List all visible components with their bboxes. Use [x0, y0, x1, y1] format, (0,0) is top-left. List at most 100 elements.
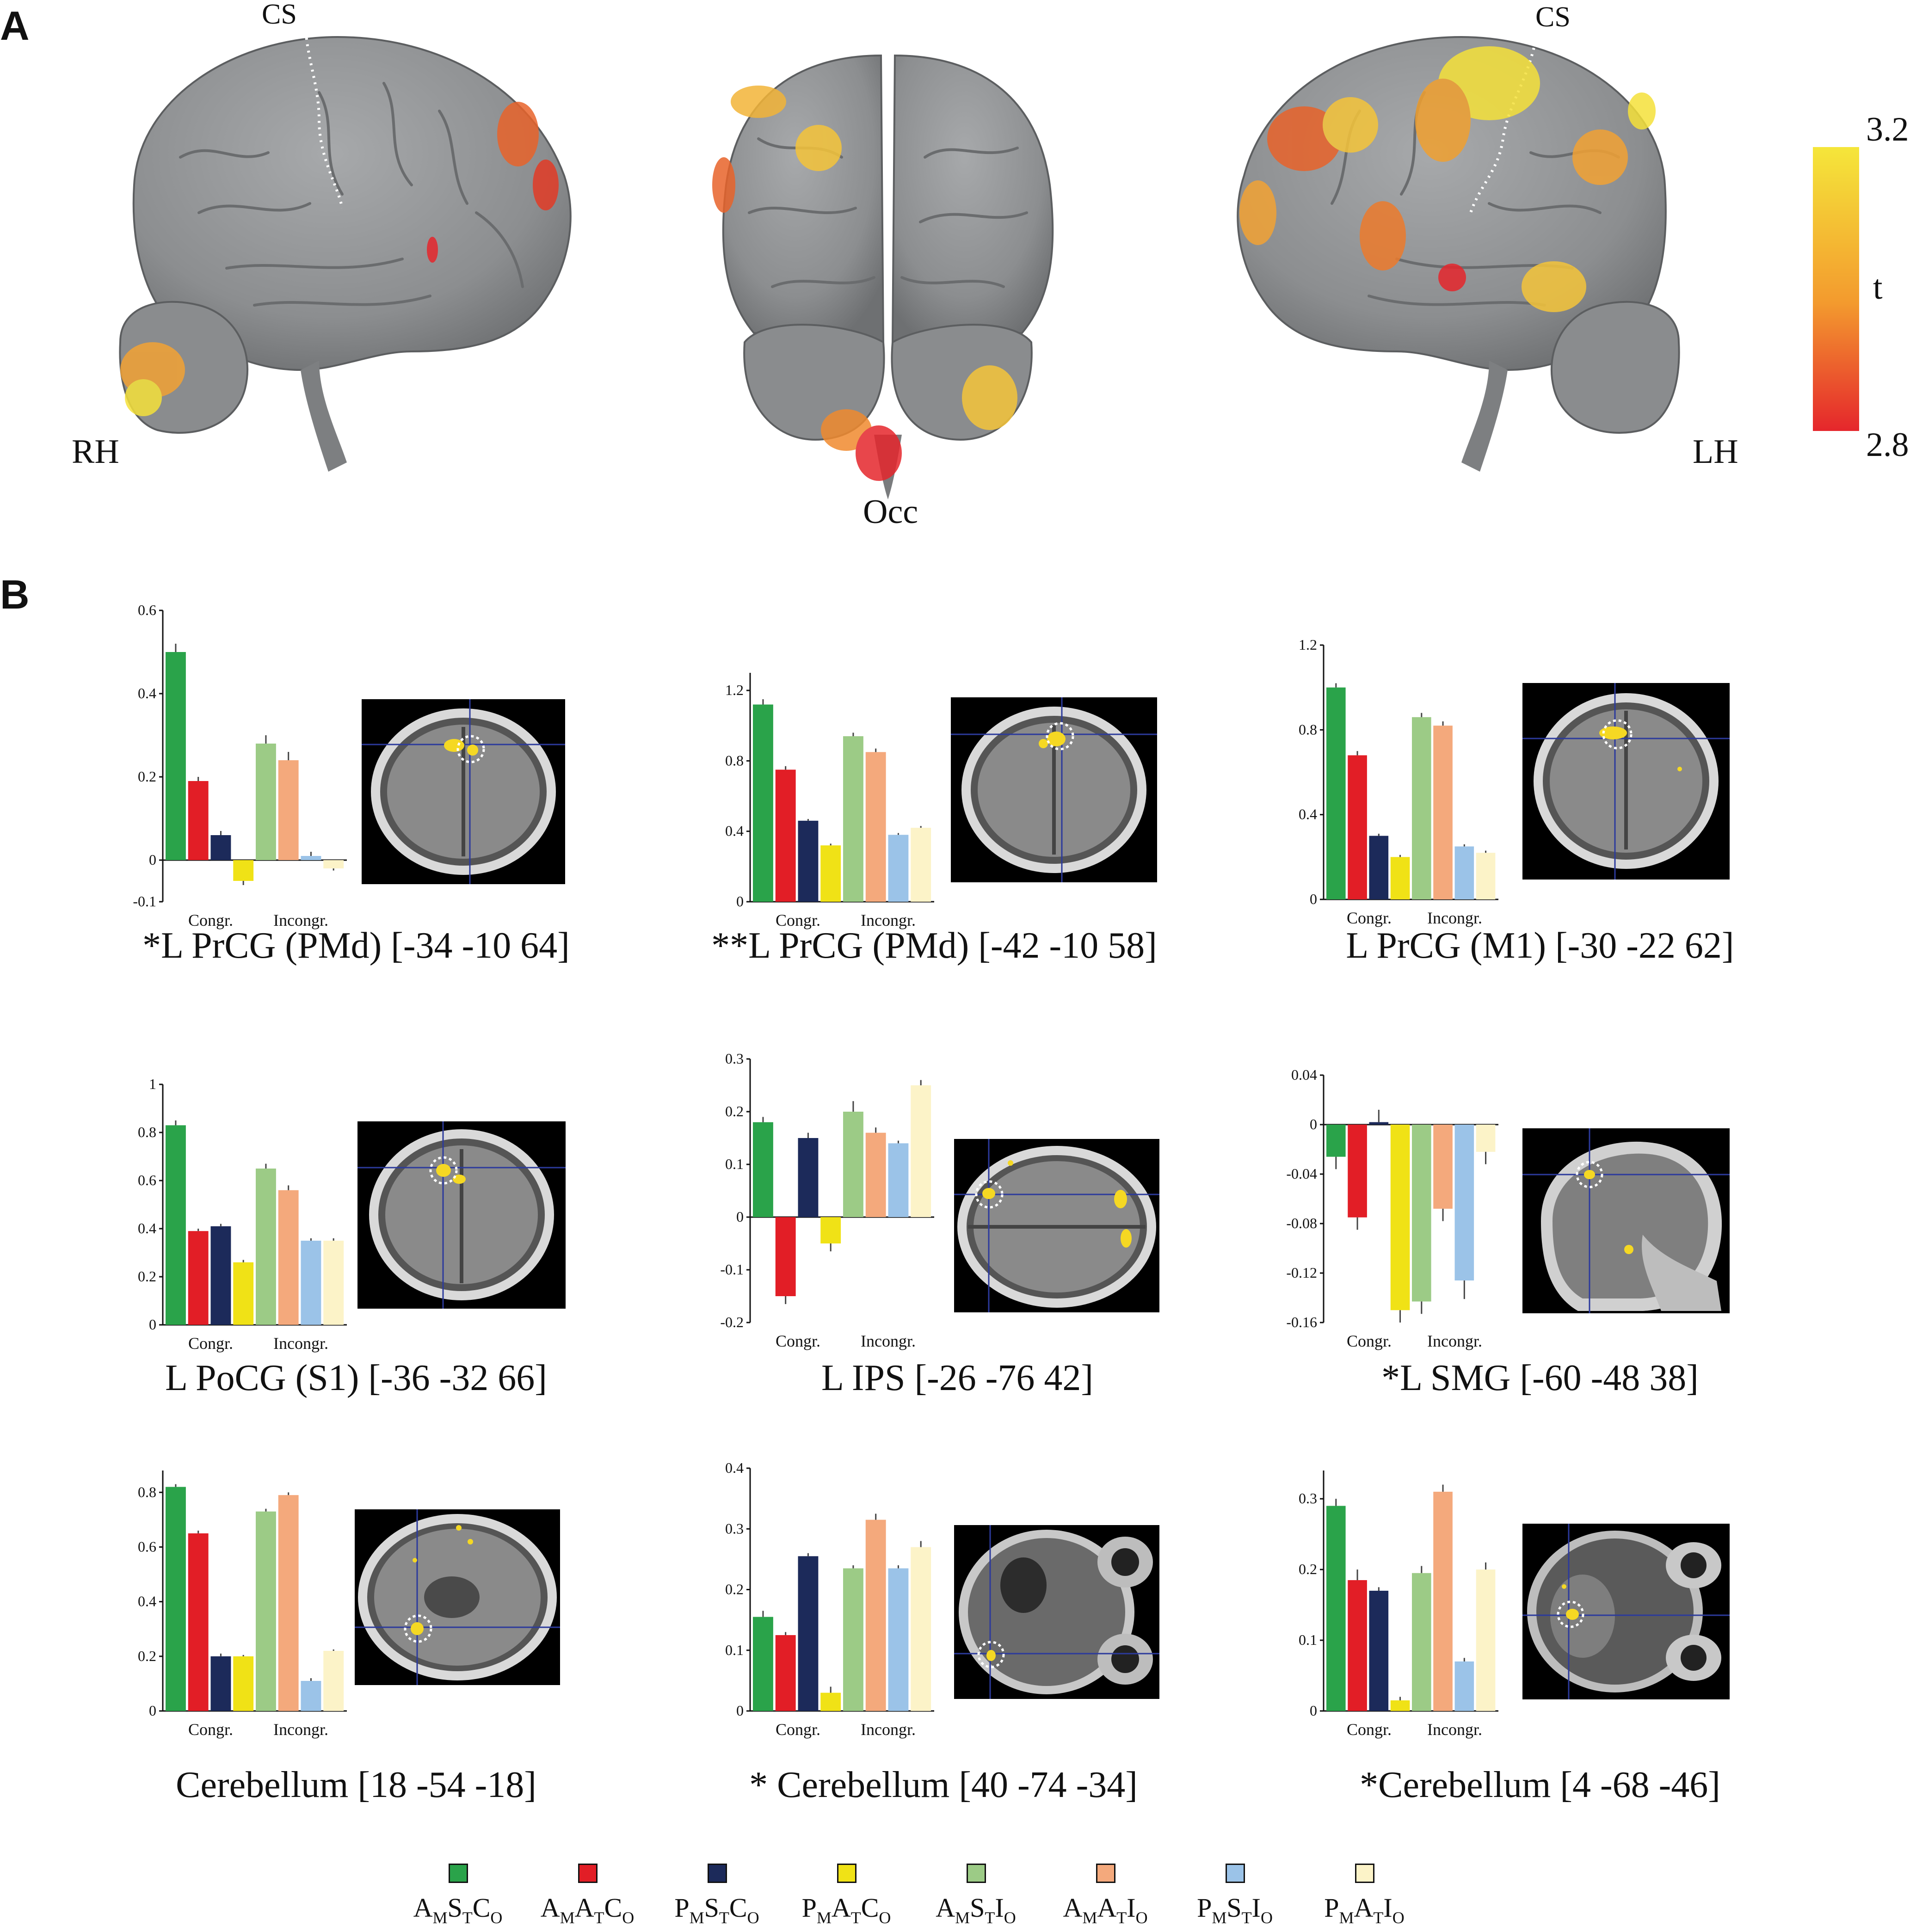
y-tick-label: 0.4	[725, 823, 744, 839]
legend-item: PMATIO	[1313, 1854, 1415, 1928]
colorbar-min-label: 2.8	[1866, 426, 1909, 464]
roi-title-l-smg: *L SMG [-60 -48 38]	[1381, 1358, 1699, 1398]
bar	[911, 828, 931, 902]
legend-label: PMATIO	[1324, 1893, 1405, 1927]
y-tick-label: 0.6	[138, 1172, 156, 1188]
bar	[233, 1656, 254, 1711]
y-tick-label: 0.4	[138, 1593, 156, 1610]
mri-axial-slice-cerebellum-40	[954, 1525, 1159, 1699]
brain-right-hemisphere-render	[119, 18, 572, 472]
y-tick-label: 0.4	[138, 1220, 156, 1237]
bar	[1412, 1573, 1431, 1711]
roi-title-l-prcg-m1: L PrCG (M1) [-30 -22 62]	[1346, 925, 1734, 966]
group-label-congruent: Congr.	[1347, 1332, 1392, 1350]
bar	[188, 1231, 209, 1325]
bar	[753, 1122, 773, 1217]
group-label-congruent: Congr.	[188, 1334, 233, 1353]
group-label-congruent: Congr.	[188, 1720, 233, 1739]
roi-title-cerebellum-18: Cerebellum [18 -54 -18]	[176, 1765, 536, 1805]
legend-item: PMATCO	[795, 1854, 897, 1928]
condition-legend: AMSTCO AMATCO PMSTCO PMATCO AMSTIO AMATI…	[407, 1854, 1461, 1928]
y-tick-label: 0	[149, 851, 156, 868]
group-label-incongruent: Incongr.	[861, 1332, 916, 1350]
group-label-incongruent: Incongr.	[861, 911, 916, 929]
bar	[1326, 1506, 1346, 1711]
y-tick-label: 0.4	[1299, 806, 1317, 823]
bar	[1476, 1125, 1496, 1152]
legend-item: AMSTIO	[925, 1854, 1027, 1928]
legend-item: AMATCO	[536, 1854, 638, 1928]
y-tick-label: 0	[1310, 1116, 1317, 1132]
bar	[278, 760, 299, 860]
bar	[1454, 846, 1474, 899]
occipital-label: Occ	[863, 493, 918, 531]
roi-title-l-prcg-pmd-34: *L PrCG (PMd) [-34 -10 64]	[142, 925, 570, 966]
right-hemisphere-label: RH	[72, 433, 119, 471]
bar	[888, 1143, 909, 1217]
group-label-incongruent: Incongr.	[273, 911, 328, 929]
bar	[798, 820, 819, 902]
roi-title-cerebellum-4: *Cerebellum [4 -68 -46]	[1360, 1765, 1720, 1805]
bar	[210, 1656, 231, 1711]
roi-title-cerebellum-40: * Cerebellum [40 -74 -34]	[749, 1765, 1138, 1805]
legend-swatch	[578, 1864, 598, 1883]
y-tick-label: 0.6	[138, 1538, 156, 1555]
bar	[798, 1556, 819, 1711]
y-tick-label: 0.8	[725, 752, 744, 769]
bar	[1326, 1125, 1346, 1157]
y-tick-label: 0.8	[138, 1483, 156, 1500]
group-label-incongruent: Incongr.	[1427, 1332, 1482, 1350]
bar	[1454, 1661, 1474, 1711]
bar	[256, 1169, 276, 1325]
colorbar-t-label: t	[1873, 269, 1883, 307]
bar	[233, 860, 254, 881]
legend-label: AMATIO	[1063, 1893, 1148, 1927]
bar	[1454, 1125, 1474, 1281]
legend-swatch	[967, 1864, 986, 1883]
legend-label: PMSTIO	[1197, 1893, 1273, 1927]
bar	[1390, 857, 1410, 899]
y-tick-label: -0.1	[133, 893, 156, 910]
y-tick-label: -0.1	[720, 1261, 744, 1278]
bar	[301, 1241, 321, 1325]
panel-label-b: B	[0, 572, 30, 617]
bar	[256, 744, 276, 860]
bar	[820, 1217, 841, 1243]
y-tick-label: 0	[736, 1208, 744, 1225]
group-label-congruent: Congr.	[188, 911, 233, 929]
bar	[843, 736, 863, 902]
y-tick-label: 0.3	[1299, 1490, 1317, 1507]
legend-label: PMATCO	[801, 1893, 891, 1927]
y-tick-label: -0.2	[720, 1314, 744, 1330]
group-label-congruent: Congr.	[776, 1332, 820, 1350]
mri-axial-slice-cerebellum-18	[355, 1509, 560, 1685]
bar	[210, 835, 231, 860]
mri-axial-slice-prcg-pmd-42	[951, 697, 1157, 882]
y-tick-label: 0	[149, 1702, 156, 1719]
bar	[1369, 836, 1389, 899]
bar	[301, 856, 321, 860]
central-sulcus-label-right: CS	[262, 0, 297, 30]
bar	[1476, 1569, 1496, 1711]
roi-title-l-ips: L IPS [-26 -76 42]	[821, 1358, 1094, 1398]
legend-swatch	[1226, 1864, 1245, 1883]
colorbar	[1813, 147, 1859, 431]
y-tick-label: 0.2	[138, 1268, 156, 1285]
y-tick-label: 0.3	[725, 1520, 744, 1537]
left-hemisphere-label: LH	[1693, 433, 1738, 471]
bar	[888, 1568, 909, 1711]
bar	[1348, 1125, 1367, 1218]
legend-swatch	[708, 1864, 727, 1883]
group-label-incongruent: Incongr.	[861, 1720, 916, 1739]
colorbar-max-label: 3.2	[1866, 111, 1909, 148]
bar	[256, 1511, 276, 1711]
y-tick-label: 0.1	[1299, 1631, 1317, 1648]
legend-label: AMATCO	[540, 1893, 635, 1927]
legend-swatch	[1355, 1864, 1374, 1883]
bar	[753, 704, 773, 902]
legend-label: PMSTCO	[674, 1893, 759, 1927]
panel-label-a: A	[0, 3, 30, 49]
